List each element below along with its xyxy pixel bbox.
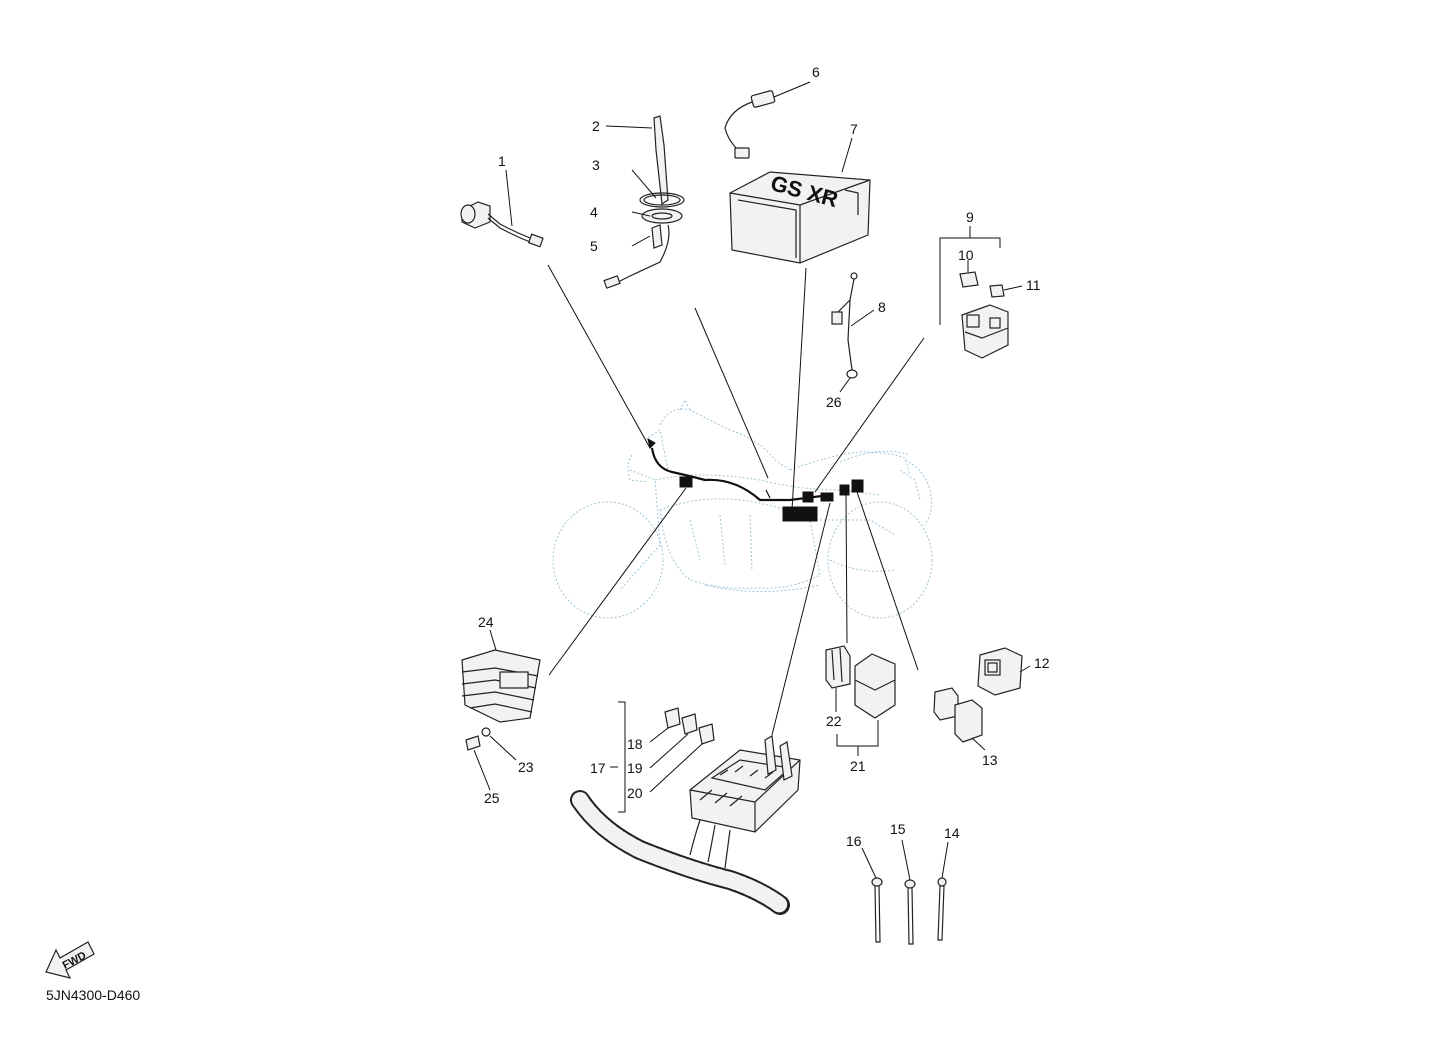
- callout-2: 2: [592, 118, 600, 134]
- callout-7: 7: [850, 121, 858, 137]
- callout-14: 14: [944, 825, 960, 841]
- callout-5: 5: [590, 238, 598, 254]
- part-14-16-cable-ties: [861, 839, 949, 945]
- callout-6: 6: [812, 64, 820, 80]
- part-13-relay: [933, 687, 986, 751]
- callout-10: 10: [958, 247, 974, 263]
- callout-3: 3: [592, 157, 600, 173]
- callout-20: 20: [627, 785, 643, 801]
- callout-22: 22: [826, 713, 842, 729]
- callout-18: 18: [627, 736, 643, 752]
- callout-17: 17: [590, 760, 606, 776]
- callout-12: 12: [1034, 655, 1050, 671]
- part-21-22-relays: [825, 645, 896, 756]
- callout-9: 9: [966, 209, 974, 225]
- callout-11: 11: [1026, 277, 1041, 293]
- diagram-code: 5JN4300-D460: [46, 987, 140, 1003]
- callout-labels: 1 2 3 4 5 6 7 8 9 10 11 12 13 14 15 16 1…: [478, 64, 1050, 849]
- callout-16: 16: [846, 833, 862, 849]
- part-1-sensor: [460, 169, 544, 248]
- callout-26: 26: [826, 394, 842, 410]
- callout-8: 8: [878, 299, 886, 315]
- part-23-25-rectifier: [461, 629, 541, 791]
- fwd-label: FWD: [61, 950, 89, 972]
- motorcycle-outline: [552, 398, 933, 619]
- callout-21: 21: [850, 758, 866, 774]
- callout-23: 23: [518, 759, 534, 775]
- fwd-arrow-icon: FWD: [45, 941, 95, 979]
- part-7-battery: GS XR: [729, 137, 871, 264]
- callout-1: 1: [498, 153, 506, 169]
- callout-25: 25: [484, 790, 500, 806]
- part-12-relay: [977, 647, 1031, 696]
- callout-24: 24: [478, 614, 494, 630]
- part-6-lead-wire: [724, 81, 811, 159]
- callout-19: 19: [627, 760, 643, 776]
- wire-harness-route: [650, 447, 864, 522]
- callout-13: 13: [982, 752, 998, 768]
- part-8-cable: [831, 272, 875, 393]
- part-9-11-starter-relay: [939, 226, 1023, 359]
- leader-lines: [547, 264, 925, 736]
- callout-4: 4: [590, 204, 598, 220]
- part-2-5-sender-unit: [603, 115, 685, 289]
- part-17-20-fuse-box: [570, 701, 801, 915]
- callout-15: 15: [890, 821, 906, 837]
